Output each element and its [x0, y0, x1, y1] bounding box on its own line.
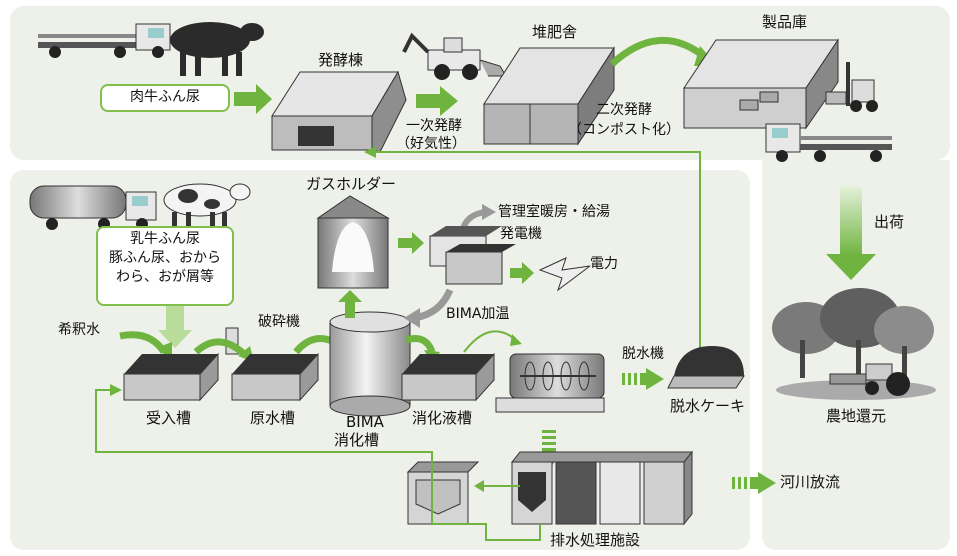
- farmland-return-label: 農地還元: [826, 407, 887, 425]
- bima-digester-icon: [329, 311, 411, 417]
- bima-heating-label: BIMA加温: [446, 306, 510, 322]
- return-line-to-fermentation: [376, 151, 701, 350]
- bima-digester-label-1: BIMA: [346, 413, 384, 431]
- backhoe-loader-icon: [402, 32, 507, 80]
- gas-holder-label: ガスホルダー: [306, 175, 397, 193]
- dewatering-machine-label: 脱水機: [622, 346, 664, 362]
- secondary-fermentation-label: 二次発酵: [596, 102, 652, 118]
- tanker-truck-icon: [29, 185, 157, 230]
- dewatered-cake-label: 脱水ケーキ: [670, 397, 746, 415]
- fermentation-building-label: 発酵棟: [318, 51, 364, 69]
- secondary-fermentation-sub-label: （コンポスト化）: [568, 122, 680, 138]
- wastewater-facility-label: 排水処理施設: [550, 531, 641, 549]
- inputs-line-3: わら、おが屑等: [116, 268, 214, 285]
- inputs-line-1: 乳牛ふん尿: [130, 231, 200, 247]
- beef-manure-label: 肉牛ふん尿: [100, 84, 230, 112]
- electricity-label: 電力: [590, 256, 618, 272]
- shipment-arrow-head: [826, 254, 876, 280]
- arrow-secondary-fermentation: [609, 36, 709, 67]
- generator-icon: [429, 226, 516, 285]
- bima-digester-label-2: 消化槽: [334, 431, 380, 449]
- product-warehouse-label: 製品庫: [762, 13, 808, 31]
- crusher-label: 破砕機: [258, 314, 300, 330]
- shipment-label: 出荷: [874, 213, 905, 231]
- tractor-icon: [829, 363, 910, 396]
- shipment-arrow-shaft: [840, 186, 862, 256]
- compost-shed-label: 堆肥舎: [532, 23, 578, 41]
- fermentation-building-icon: [271, 70, 407, 153]
- beef-cow-icon: [170, 22, 264, 76]
- dilution-water-label: 希釈水: [58, 322, 100, 338]
- wastewater-facility-icon: [510, 450, 694, 526]
- receiving-tank-icon: [123, 352, 219, 402]
- generator-label: 発電機: [500, 226, 542, 242]
- sludge-tank-icon: [406, 461, 480, 525]
- arrow-primary-fermentation: [416, 86, 458, 116]
- inputs-label-box: 乳牛ふん尿 豚ふん尿、おから わら、おが屑等: [96, 226, 234, 306]
- dairy-cow-icon: [163, 183, 251, 230]
- raw-water-tank-label: 原水槽: [250, 409, 296, 427]
- flatbed-truck-icon: [38, 23, 171, 58]
- forklift-icon: [825, 62, 878, 112]
- inputs-line-2: 豚ふん尿、おから: [109, 249, 221, 266]
- delivery-truck-icon: [765, 123, 892, 162]
- screw-press-icon: [495, 353, 605, 413]
- digested-liquid-tank-label: 消化液槽: [412, 409, 473, 427]
- digested-liquid-tank-icon: [401, 352, 495, 402]
- primary-fermentation-label: 一次発酵: [406, 118, 462, 134]
- gas-holder-icon: [316, 195, 390, 289]
- room-heating-label: 管理室暖房・給湯: [498, 204, 610, 220]
- lightning-icon: [538, 257, 591, 292]
- product-warehouse-icon: [683, 38, 839, 130]
- receiving-tank-label: 受入槽: [146, 409, 192, 427]
- raw-water-tank-icon: [231, 352, 319, 402]
- primary-fermentation-sub-label: （好気性）: [396, 136, 466, 152]
- arrow-to-fermentation: [234, 84, 272, 114]
- recirculation-line: [95, 389, 541, 541]
- dewatered-cake-icon: [667, 346, 745, 389]
- compost-shed-icon: [483, 46, 615, 146]
- river-discharge-label: 河川放流: [780, 473, 841, 491]
